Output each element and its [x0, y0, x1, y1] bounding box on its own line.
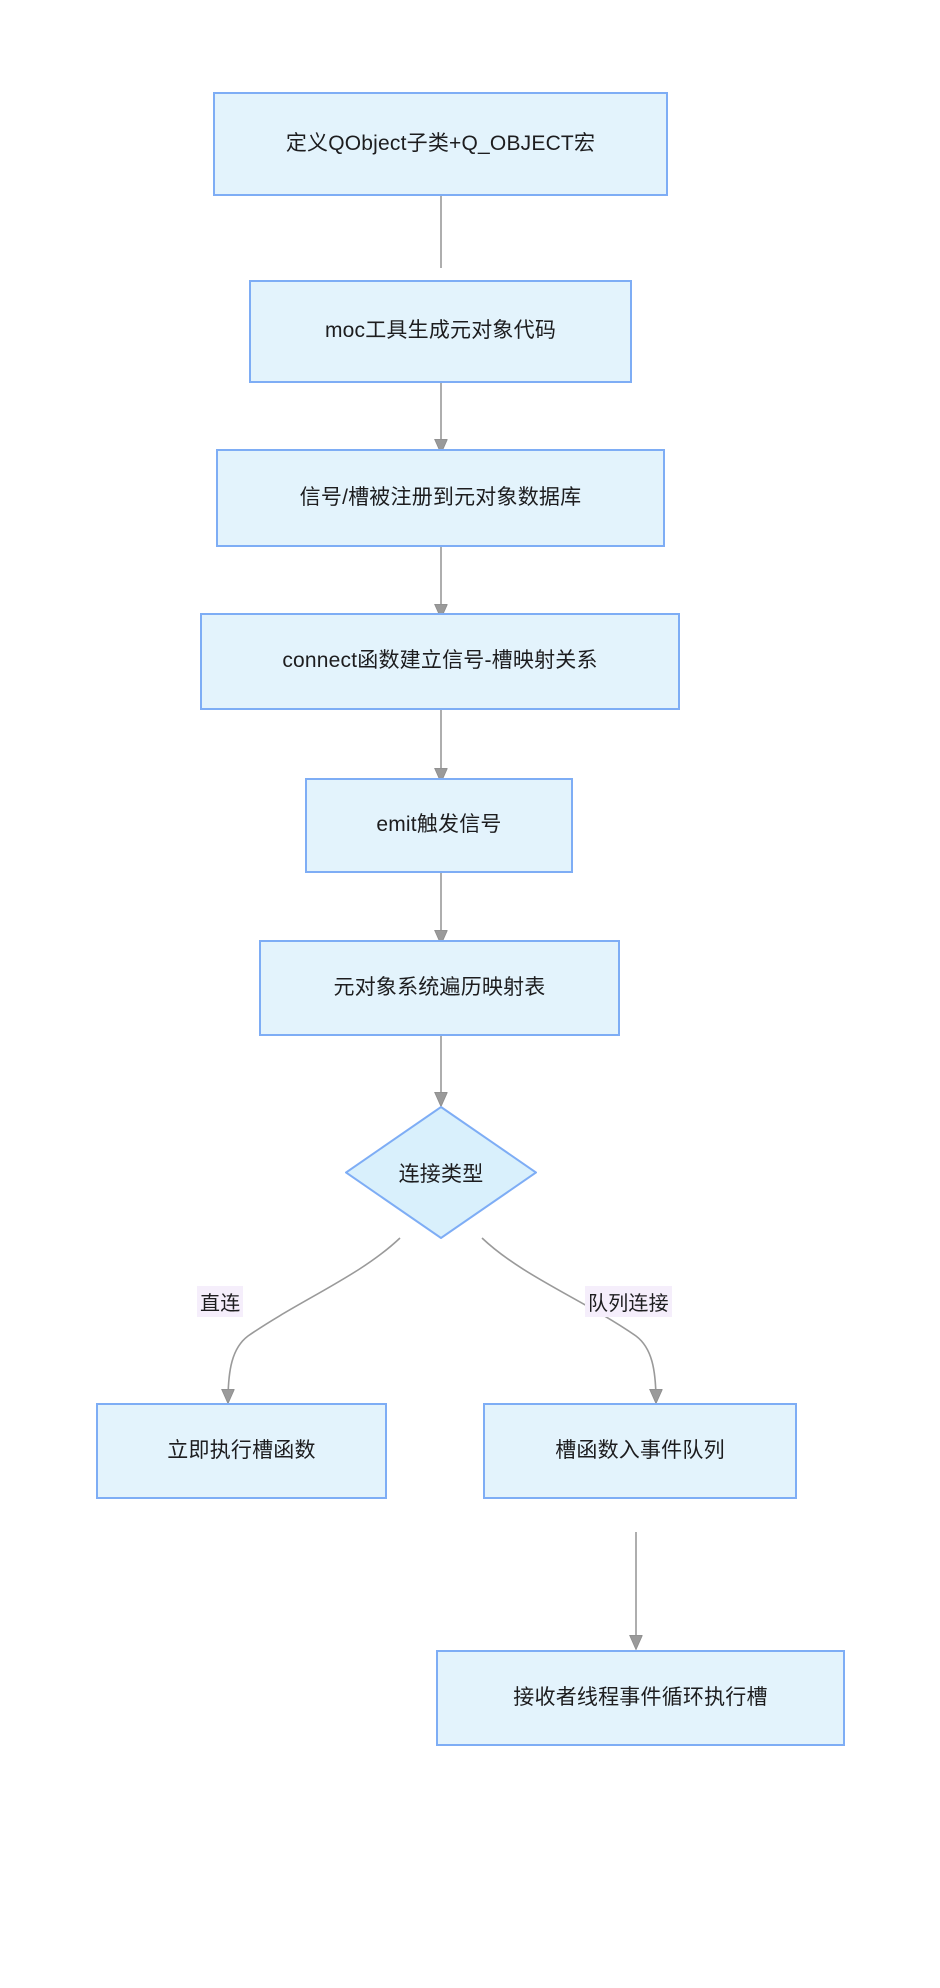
node-label: 接收者线程事件循环执行槽: [513, 1685, 768, 1709]
node-emit-triggers-signal[interactable]: emit触发信号: [305, 778, 573, 873]
node-signals-slots-registered[interactable]: 信号/槽被注册到元对象数据库: [216, 449, 665, 547]
edge-label-direct: 直连: [197, 1286, 244, 1317]
node-label: connect函数建立信号-槽映射关系: [282, 649, 598, 673]
node-receiver-thread-event-loop[interactable]: 接收者线程事件循环执行槽: [436, 1650, 845, 1746]
node-label: 信号/槽被注册到元对象数据库: [299, 485, 582, 509]
node-define-qobject-subclass[interactable]: 定义QObject子类+Q_OBJECT宏: [213, 92, 668, 196]
diamond-shape-icon: [345, 1106, 537, 1239]
node-connection-type-decision[interactable]: 连接类型: [345, 1106, 537, 1239]
edge-n7-n8: [228, 1237, 401, 1402]
node-label: 定义QObject子类+Q_OBJECT宏: [285, 131, 596, 155]
edge-n7-n9: [481, 1237, 656, 1402]
node-label: 元对象系统遍历映射表: [333, 975, 546, 999]
edge-label-text: 队列连接: [588, 1293, 669, 1315]
node-label: moc工具生成元对象代码: [324, 319, 557, 343]
node-connect-builds-mapping[interactable]: connect函数建立信号-槽映射关系: [200, 613, 680, 710]
node-execute-slot-immediately[interactable]: 立即执行槽函数: [96, 1403, 387, 1499]
node-moc-generates-meta-object-code[interactable]: moc工具生成元对象代码: [249, 280, 632, 383]
edge-label-text: 直连: [200, 1293, 241, 1315]
node-slot-into-event-queue[interactable]: 槽函数入事件队列: [483, 1403, 797, 1499]
node-label: emit触发信号: [376, 813, 502, 837]
node-label: 连接类型: [398, 1162, 484, 1186]
node-meta-object-traverses-table[interactable]: 元对象系统遍历映射表: [259, 940, 620, 1036]
node-label: 槽函数入事件队列: [555, 1438, 725, 1462]
node-label: 立即执行槽函数: [167, 1438, 316, 1462]
edge-label-queued: 队列连接: [585, 1286, 672, 1317]
